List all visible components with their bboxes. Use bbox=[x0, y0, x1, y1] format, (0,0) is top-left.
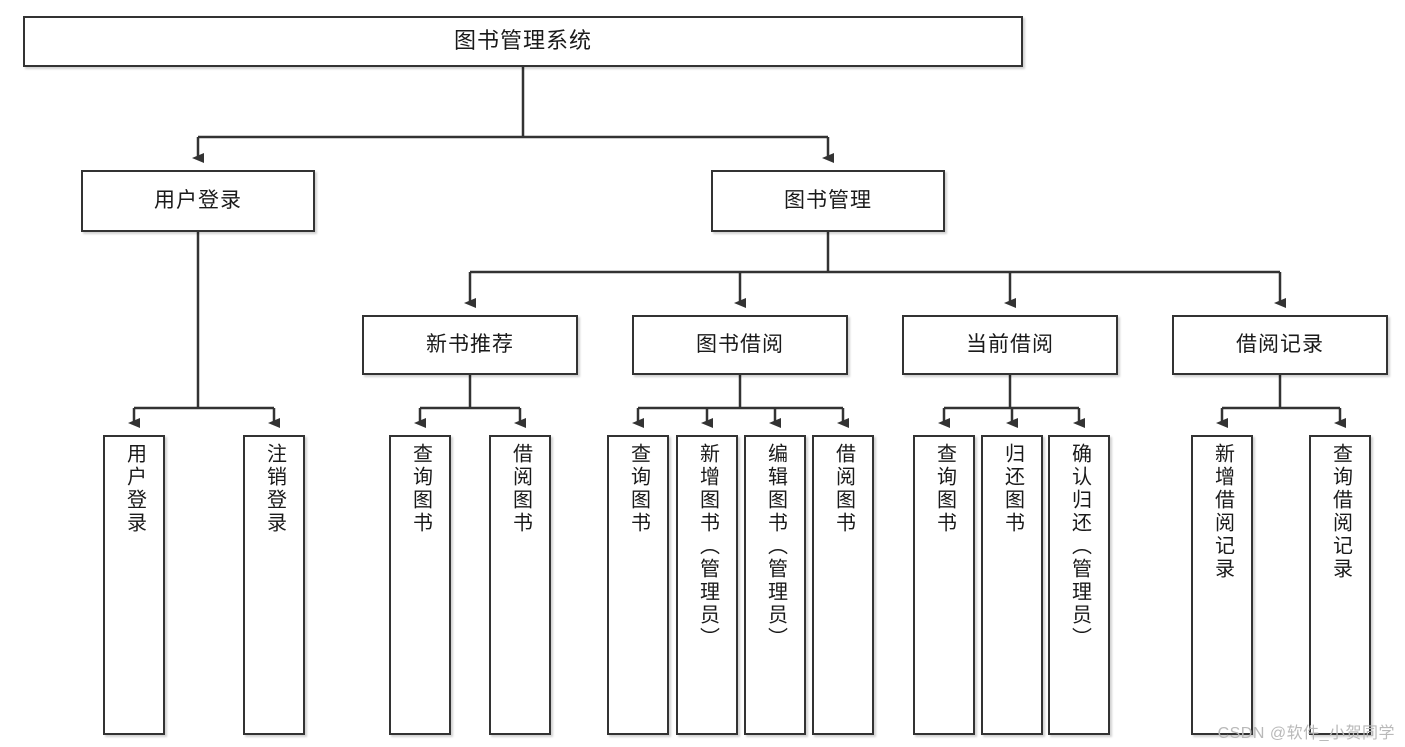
leaf-book-borrow-add-book-admin[interactable]: 新增图书（管理员） bbox=[676, 435, 738, 735]
leaf-borrow-record-query-record[interactable]: 查询借阅记录 bbox=[1309, 435, 1371, 735]
leaf-current-borrow-confirm-return-admin[interactable]: 确认归还（管理员） bbox=[1048, 435, 1110, 735]
node-root-book-management-system[interactable]: 图书管理系统 bbox=[23, 16, 1023, 67]
node-label: 查询借阅记录 bbox=[1329, 443, 1352, 581]
leaf-current-borrow-return-book[interactable]: 归还图书 bbox=[981, 435, 1043, 735]
node-new-book-recommend[interactable]: 新书推荐 bbox=[362, 315, 578, 375]
node-current-borrow[interactable]: 当前借阅 bbox=[902, 315, 1118, 375]
leaf-new-book-query-book[interactable]: 查询图书 bbox=[389, 435, 451, 735]
node-label: 借阅图书 bbox=[832, 443, 855, 535]
node-book-management[interactable]: 图书管理 bbox=[711, 170, 945, 232]
leaf-book-borrow-borrow-book[interactable]: 借阅图书 bbox=[812, 435, 874, 735]
watermark: CSDN @软件_小贺同学 bbox=[1217, 725, 1395, 742]
node-label: 图书管理系统 bbox=[453, 28, 592, 54]
node-label: 注销登录 bbox=[263, 443, 286, 535]
leaf-book-borrow-edit-book-admin[interactable]: 编辑图书（管理员） bbox=[744, 435, 806, 735]
node-borrow-record[interactable]: 借阅记录 bbox=[1172, 315, 1388, 375]
node-label: 图书借阅 bbox=[696, 333, 784, 357]
node-label: 查询图书 bbox=[409, 443, 432, 535]
node-label: 图书管理 bbox=[784, 189, 872, 213]
leaf-new-book-borrow-book[interactable]: 借阅图书 bbox=[489, 435, 551, 735]
node-label: 查询图书 bbox=[627, 443, 650, 535]
node-book-borrow[interactable]: 图书借阅 bbox=[632, 315, 848, 375]
leaf-book-borrow-query-book[interactable]: 查询图书 bbox=[607, 435, 669, 735]
node-label: 用户登录 bbox=[154, 189, 242, 213]
node-label: 编辑图书（管理员） bbox=[764, 443, 787, 650]
node-label: 确认归还（管理员） bbox=[1068, 443, 1091, 650]
node-label: 新书推荐 bbox=[426, 333, 514, 357]
leaf-borrow-record-add-record[interactable]: 新增借阅记录 bbox=[1191, 435, 1253, 735]
node-label: 借阅记录 bbox=[1236, 333, 1324, 357]
node-label: 用户登录 bbox=[123, 443, 146, 535]
node-user-login[interactable]: 用户登录 bbox=[81, 170, 315, 232]
leaf-user-login-login[interactable]: 用户登录 bbox=[103, 435, 165, 735]
node-label: 新增图书（管理员） bbox=[696, 443, 719, 650]
node-label: 归还图书 bbox=[1001, 443, 1024, 535]
leaf-current-borrow-query-book[interactable]: 查询图书 bbox=[913, 435, 975, 735]
node-label: 借阅图书 bbox=[509, 443, 532, 535]
leaf-user-login-logout[interactable]: 注销登录 bbox=[243, 435, 305, 735]
node-label: 查询图书 bbox=[933, 443, 956, 535]
node-label: 当前借阅 bbox=[966, 333, 1054, 357]
node-label: 新增借阅记录 bbox=[1211, 443, 1234, 581]
